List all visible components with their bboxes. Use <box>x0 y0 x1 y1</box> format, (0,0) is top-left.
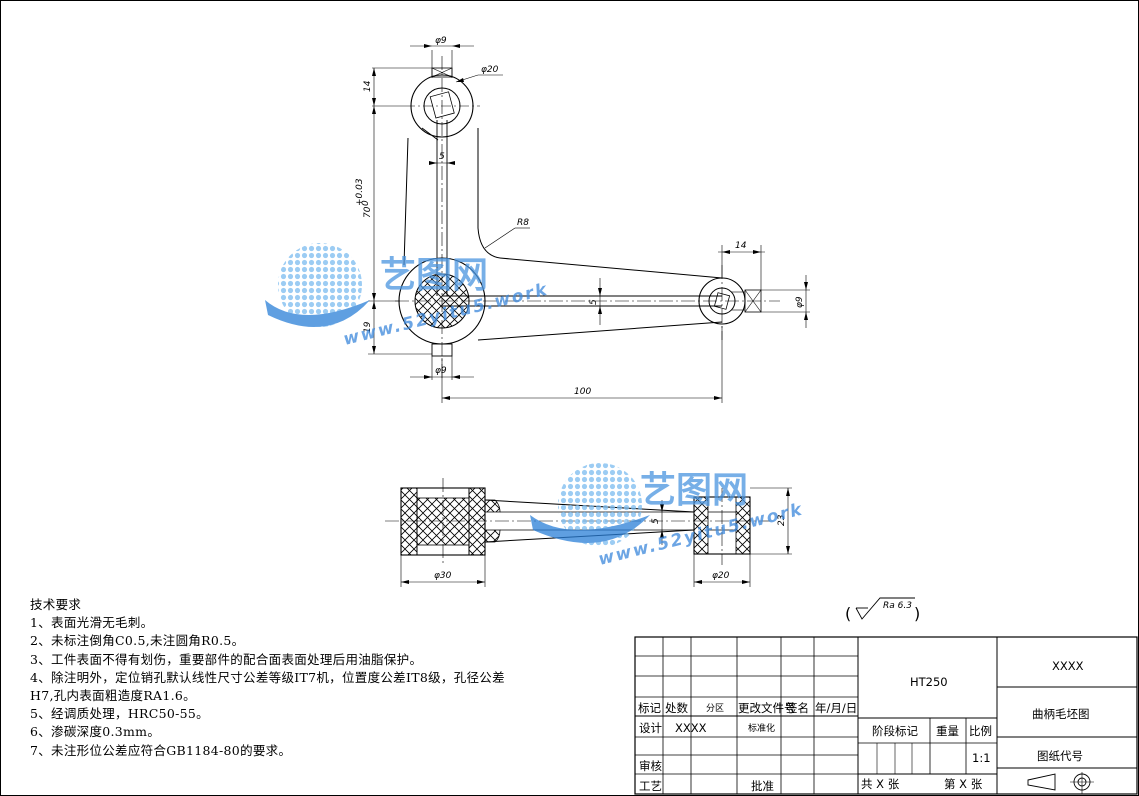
dim-phi30: φ30 <box>434 571 452 581</box>
tb-sheets-total: 共 X 张 <box>861 777 900 791</box>
watermark-brand-2: 艺图网 <box>640 470 748 511</box>
note-item: 6、渗碳深度0.3mm。 <box>30 724 161 740</box>
dim-phi9-top: φ9 <box>435 36 447 46</box>
dim-phi20: φ20 <box>481 65 499 75</box>
dim-23: 23 <box>777 514 787 526</box>
tb-material: HT250 <box>910 675 948 689</box>
note-item: 1、表面光滑无毛刺。 <box>30 615 154 631</box>
note-item: 7、未注形位公差应符合GB1184-80的要求。 <box>30 742 292 758</box>
dim-70-tol-lower: 0 <box>361 200 371 206</box>
dim-14-left: 14 <box>363 80 373 92</box>
tb-standardize: 标准化 <box>748 722 775 734</box>
tb-design: 设计 <box>639 721 662 735</box>
dim-5-front: 5 <box>651 518 661 524</box>
tb-sheet-no: 第 X 张 <box>944 777 983 791</box>
watermark-brand-1: 艺图网 <box>380 255 488 296</box>
tb-review: 审核 <box>639 759 662 773</box>
note-item: 5、经调质处理，HRC50-55。 <box>30 706 209 722</box>
top-view <box>368 45 810 403</box>
dim-70: 70 <box>363 206 373 218</box>
dim-14-right: 14 <box>735 241 747 251</box>
tb-change-doc: 更改文件号 <box>738 701 796 715</box>
dim-r8: R8 <box>517 218 529 228</box>
tb-company: XXXX <box>1052 659 1084 673</box>
dim-5-top: 5 <box>439 152 445 162</box>
note-item: 3、工件表面不得有划伤，重要部件的配合面表面处理后用油脂保护。 <box>30 651 423 667</box>
tb-approve: 批准 <box>751 779 774 793</box>
dim-phi9-bottom: φ9 <box>435 366 447 376</box>
tb-scale-value: 1:1 <box>972 751 991 765</box>
tb-process: 工艺 <box>639 779 662 793</box>
dim-100: 100 <box>574 387 591 397</box>
notes-title: 技术要求 <box>30 597 82 612</box>
note-item: H7,孔内表面粗造度RA1.6。 <box>30 688 196 704</box>
tb-zone: 分区 <box>706 703 724 714</box>
tb-date: 年/月/日 <box>815 701 857 715</box>
roughness-value: Ra 6.3 <box>883 601 912 611</box>
tb-designer: XXXX <box>675 721 707 735</box>
title-block-text: 标记 处数 分区 更改文件号 签名 年/月/日 设计 XXXX 标准化 审核 工… <box>638 659 1090 793</box>
top-view-arrows <box>372 44 808 400</box>
svg-text:(: ( <box>845 604 851 623</box>
svg-text:): ) <box>914 604 920 623</box>
dim-phi9-right: φ9 <box>795 296 805 308</box>
tb-scale: 比例 <box>969 724 992 738</box>
dim-phi20-front: φ20 <box>712 571 730 581</box>
front-view <box>385 478 792 587</box>
front-view-dimension-labels: φ30 φ20 23 5 <box>434 514 787 581</box>
tb-drawing-code: 图纸代号 <box>1037 749 1083 763</box>
tb-signature: 签名 <box>786 701 809 715</box>
roughness-symbol: ( ) <box>845 597 920 623</box>
dim-5-mid: 5 <box>589 299 599 305</box>
tb-stage-mark: 阶段标记 <box>872 724 918 738</box>
note-item: 2、未标注倒角C0.5,未注圆角R0.5。 <box>30 633 245 649</box>
note-item: 4、除注明外，定位销孔默认线性尺寸公差等级IT7机，位置度公差IT8级，孔径公差 <box>30 669 505 685</box>
front-view-arrows <box>401 488 790 584</box>
title-block <box>634 636 1138 795</box>
tb-weight: 重量 <box>936 724 959 738</box>
tb-count: 处数 <box>665 701 688 715</box>
dim-70-tol-upper: +0.03 <box>355 178 365 206</box>
tb-part-name: 曲柄毛坯图 <box>1032 707 1090 721</box>
top-view-dimension-labels: φ9 φ20 14 5 70 +0.03 0 R8 14 5 φ9 19 φ9 … <box>355 36 805 397</box>
tb-mark: 标记 <box>638 701 661 715</box>
dim-19: 19 <box>363 321 373 333</box>
technical-notes: 技术要求 1、表面光滑无毛刺。 2、未标注倒角C0.5,未注圆角R0.5。 3、… <box>30 596 570 760</box>
